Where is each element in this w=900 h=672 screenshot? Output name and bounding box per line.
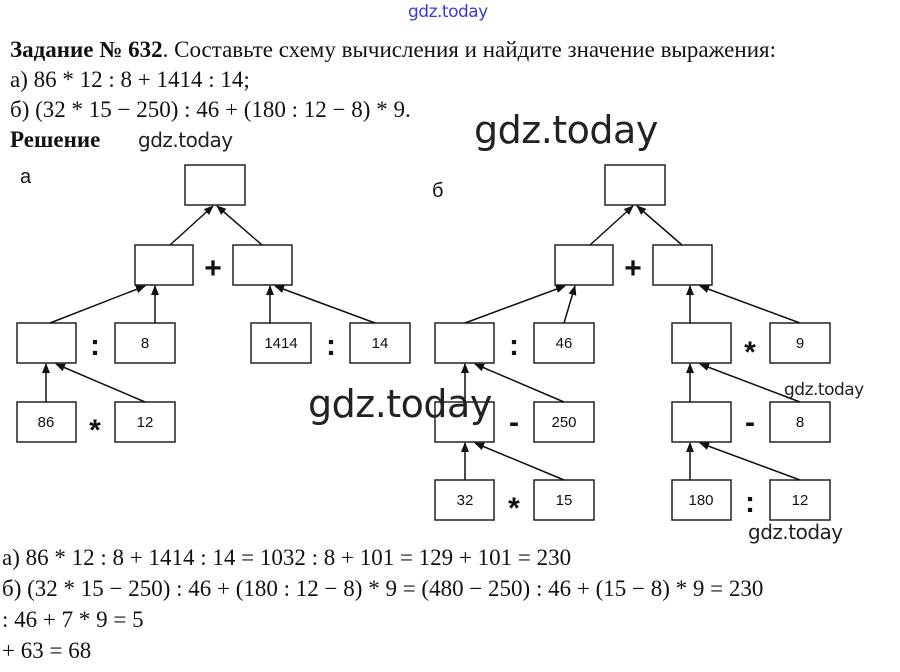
watermark: gdz.today	[784, 380, 864, 400]
op-mul: *	[508, 492, 520, 525]
op-minus: -	[509, 406, 519, 439]
watermark-large: gdz.today	[474, 108, 658, 152]
op-mul: *	[89, 414, 101, 447]
box-value: 12	[137, 414, 154, 431]
answer-b-cont: + 63 = 68	[2, 638, 92, 663]
op-plus: +	[624, 252, 642, 285]
op-div: :	[745, 486, 755, 519]
op-div: :	[509, 329, 519, 362]
answer-b: б) (32 * 15 − 250) : 46 + (180 : 12 − 8)…	[2, 576, 764, 601]
answer-a: а) 86 * 12 : 8 + 1414 : 14 = 1032 : 8 + …	[2, 545, 572, 570]
op-div: :	[326, 329, 336, 362]
box-value: 8	[141, 335, 149, 352]
box-value: 180	[688, 492, 713, 509]
box-value: 9	[796, 335, 804, 352]
box-value: 86	[38, 414, 55, 431]
watermark: gdz.today	[748, 520, 843, 544]
watermark-large: gdz.today	[308, 382, 492, 426]
solution-label: Решение	[10, 127, 101, 152]
watermark-top: gdz.today	[408, 2, 488, 22]
answer-b-cont: : 46 + 7 * 9 = 5	[2, 607, 144, 632]
box-value: 250	[551, 414, 576, 431]
op-plus: +	[204, 252, 222, 285]
box-value: 8	[796, 414, 804, 431]
task-a: а) 86 * 12 : 8 + 1414 : 14;	[10, 67, 250, 92]
box-value: 14	[372, 335, 389, 352]
op-mul: *	[744, 336, 756, 369]
task-heading: Задание № 632. Составьте схему вычислени…	[10, 36, 776, 64]
box-value: 15	[556, 492, 573, 509]
diagram-a-label: а	[20, 166, 32, 188]
op-div: :	[90, 329, 100, 362]
task-text: . Составьте схему вычисления и найдите з…	[162, 37, 776, 62]
box-value: 46	[556, 335, 573, 352]
op-minus: -	[745, 406, 755, 439]
task-title: Задание № 632	[10, 37, 163, 62]
watermark: gdz.today	[138, 128, 233, 152]
box-value: 12	[792, 492, 809, 509]
box-value: 32	[457, 492, 474, 509]
task-b: б) (32 * 15 − 250) : 46 + (180 : 12 − 8)…	[10, 97, 411, 122]
diagram-b-label: б	[432, 180, 443, 202]
box-value: 1414	[264, 335, 297, 352]
